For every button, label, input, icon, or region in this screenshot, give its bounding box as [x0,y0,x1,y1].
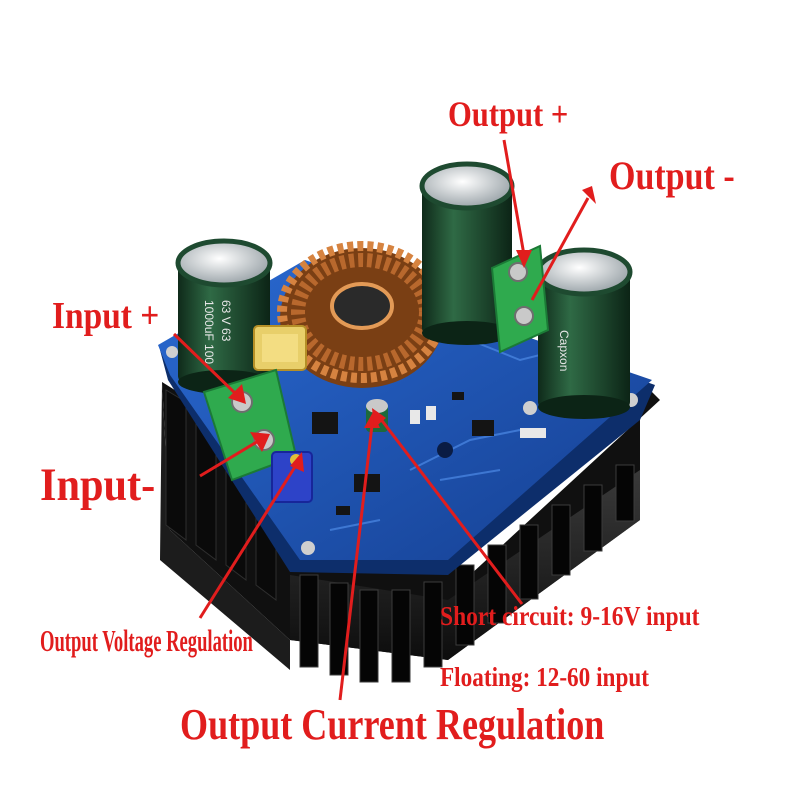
label-input-minus: Input- [40,459,156,511]
label-output-current-regulation: Output Current Regulation [180,700,605,749]
label-output-voltage-regulation: Output Voltage Regulation [40,623,253,658]
label-input-plus: Input + [52,295,160,337]
arrow-output-minus [530,197,590,301]
capacitor-left: 1000uF 100 63 V 63 [175,238,273,394]
arrow-input-plus [172,332,240,398]
label-floating: Floating: 12-60 input [440,662,650,692]
arrow-output-plus [502,139,526,256]
capacitor-left-voltage: 63 V 63 [219,300,233,342]
label-output-plus: Output + [448,94,569,134]
smd-components [312,392,546,515]
label-output-minus: Output - [609,153,735,198]
arrow-short-circuit [378,417,524,605]
heatsink-fins [299,464,635,683]
capacitor-right-marking: Capxon [557,330,571,371]
fuse [253,325,307,371]
label-short-circuit: Short circuit: 9-16V input [440,601,700,631]
capacitor-top [419,161,515,345]
annotation-arrows [172,139,596,701]
arrow-output-current-regulation [338,424,374,701]
capacitor-right: Capxon [535,247,633,419]
arrow-output-voltage-regulation [198,461,300,619]
arrow-input-minus [199,438,261,478]
toroidal-inductor [277,241,447,388]
capacitor-left-marking: 1000uF 100 [202,300,216,364]
